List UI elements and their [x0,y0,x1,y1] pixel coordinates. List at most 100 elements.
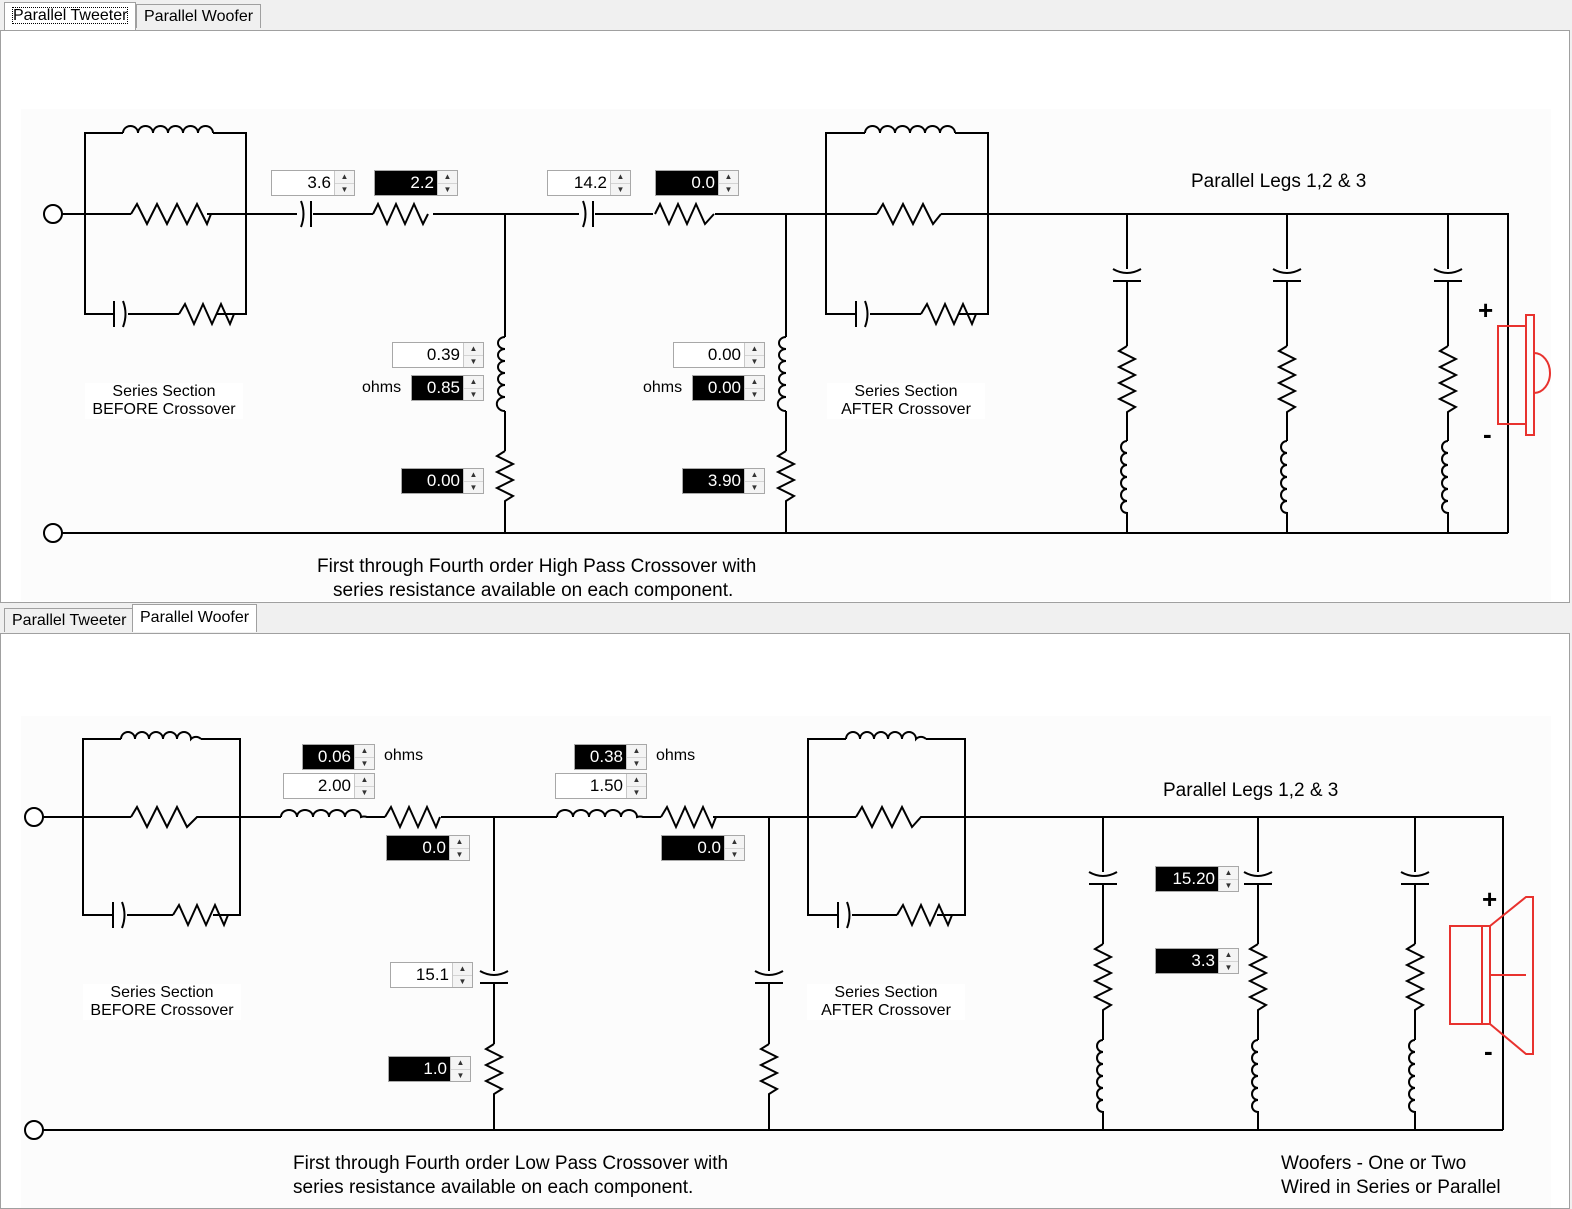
tweeter-l1r-spinner[interactable]: 0.85▲▼ [411,375,484,401]
down-arrow-icon[interactable]: ▼ [335,183,354,196]
down-arrow-icon[interactable]: ▼ [464,388,483,401]
tweeter-l2-spinner[interactable]: 0.00▲▼ [673,342,765,368]
up-arrow-icon[interactable]: ▲ [632,775,641,784]
down-arrow-icon[interactable]: ▼ [627,786,646,799]
woofer-l2r-spinner[interactable]: 0.38▲▼ [574,744,647,770]
woofer-leg2-res-spinner[interactable]: 3.3▲▼ [1155,948,1239,974]
down-arrow-icon[interactable]: ▼ [611,183,630,196]
spinner-value[interactable]: 0.0 [387,836,449,860]
spinner-buttons[interactable]: ▲▼ [610,171,630,195]
spinner-value[interactable]: 0.0 [656,171,718,195]
up-arrow-icon[interactable]: ▲ [632,746,641,755]
up-arrow-icon[interactable]: ▲ [455,837,464,846]
spinner-value[interactable]: 3.90 [683,469,744,493]
down-arrow-icon[interactable]: ▼ [725,848,744,861]
spinner-buttons[interactable]: ▲▼ [744,376,764,400]
spinner-buttons[interactable]: ▲▼ [463,469,483,493]
down-arrow-icon[interactable]: ▼ [355,786,374,799]
tab-parallel-tweeter[interactable]: Parallel Tweeter [4,608,135,632]
spinner-buttons[interactable]: ▲▼ [626,774,646,798]
tweeter-l1-spinner[interactable]: 0.39▲▼ [392,342,484,368]
up-arrow-icon[interactable]: ▲ [443,172,452,181]
spinner-value[interactable]: 0.06 [303,745,354,769]
down-arrow-icon[interactable]: ▼ [453,975,472,988]
tweeter-r1-spinner[interactable]: 2.2▲▼ [374,170,458,196]
spinner-buttons[interactable]: ▲▼ [463,376,483,400]
spinner-value[interactable]: 3.3 [1156,949,1218,973]
woofer-r3-spinner[interactable]: 1.0▲▼ [388,1056,471,1082]
down-arrow-icon[interactable]: ▼ [745,481,764,494]
spinner-value[interactable]: 15.1 [391,963,452,987]
spinner-value[interactable]: 0.0 [662,836,724,860]
spinner-buttons[interactable]: ▲▼ [449,836,469,860]
spinner-buttons[interactable]: ▲▼ [437,171,457,195]
spinner-value[interactable]: 2.00 [284,774,354,798]
up-arrow-icon[interactable]: ▲ [750,377,759,386]
down-arrow-icon[interactable]: ▼ [450,848,469,861]
tweeter-c2-spinner[interactable]: 14.2▲▼ [547,170,631,196]
down-arrow-icon[interactable]: ▼ [627,757,646,770]
spinner-value[interactable]: 14.2 [548,171,610,195]
spinner-value[interactable]: 1.50 [556,774,626,798]
spinner-buttons[interactable]: ▲▼ [334,171,354,195]
down-arrow-icon[interactable]: ▼ [745,388,764,401]
down-arrow-icon[interactable]: ▼ [1219,879,1238,892]
tab-parallel-woofer[interactable]: Parallel Woofer [136,4,262,28]
down-arrow-icon[interactable]: ▼ [464,481,483,494]
up-arrow-icon[interactable]: ▲ [730,837,739,846]
down-arrow-icon[interactable]: ▼ [438,183,457,196]
spinner-value[interactable]: 3.6 [272,171,334,195]
tweeter-r3-spinner[interactable]: 0.00▲▼ [401,468,484,494]
woofer-leg2-cap-spinner[interactable]: 15.20▲▼ [1155,866,1239,892]
up-arrow-icon[interactable]: ▲ [616,172,625,181]
up-arrow-icon[interactable]: ▲ [750,470,759,479]
up-arrow-icon[interactable]: ▲ [469,470,478,479]
tweeter-r4-spinner[interactable]: 3.90▲▼ [682,468,765,494]
spinner-value[interactable]: 0.00 [674,343,744,367]
spinner-buttons[interactable]: ▲▼ [626,745,646,769]
down-arrow-icon[interactable]: ▼ [745,355,764,368]
tweeter-c1-spinner[interactable]: 3.6▲▼ [271,170,355,196]
up-arrow-icon[interactable]: ▲ [456,1058,465,1067]
spinner-value[interactable]: 0.85 [412,376,463,400]
spinner-buttons[interactable]: ▲▼ [1218,949,1238,973]
spinner-buttons[interactable]: ▲▼ [744,469,764,493]
spinner-value[interactable]: 0.00 [693,376,744,400]
up-arrow-icon[interactable]: ▲ [1224,950,1233,959]
spinner-buttons[interactable]: ▲▼ [724,836,744,860]
woofer-c1-spinner[interactable]: 15.1▲▼ [390,962,473,988]
tab-parallel-woofer[interactable]: Parallel Woofer [132,604,258,632]
tweeter-r2-spinner[interactable]: 0.0▲▼ [655,170,739,196]
spinner-value[interactable]: 15.20 [1156,867,1218,891]
woofer-l2-spinner[interactable]: 1.50▲▼ [555,773,647,799]
spinner-buttons[interactable]: ▲▼ [354,745,374,769]
up-arrow-icon[interactable]: ▲ [469,377,478,386]
spinner-buttons[interactable]: ▲▼ [452,963,472,987]
up-arrow-icon[interactable]: ▲ [458,964,467,973]
woofer-r2-spinner[interactable]: 0.0▲▼ [661,835,745,861]
spinner-value[interactable]: 1.0 [389,1057,450,1081]
tweeter-l2r-spinner[interactable]: 0.00▲▼ [692,375,765,401]
up-arrow-icon[interactable]: ▲ [360,775,369,784]
up-arrow-icon[interactable]: ▲ [724,172,733,181]
spinner-value[interactable]: 0.00 [402,469,463,493]
up-arrow-icon[interactable]: ▲ [750,344,759,353]
woofer-l1r-spinner[interactable]: 0.06▲▼ [302,744,375,770]
down-arrow-icon[interactable]: ▼ [1219,961,1238,974]
woofer-r1-spinner[interactable]: 0.0▲▼ [386,835,470,861]
up-arrow-icon[interactable]: ▲ [340,172,349,181]
down-arrow-icon[interactable]: ▼ [719,183,738,196]
spinner-buttons[interactable]: ▲▼ [744,343,764,367]
spinner-buttons[interactable]: ▲▼ [718,171,738,195]
spinner-buttons[interactable]: ▲▼ [450,1057,470,1081]
down-arrow-icon[interactable]: ▼ [451,1069,470,1082]
spinner-value[interactable]: 2.2 [375,171,437,195]
up-arrow-icon[interactable]: ▲ [1224,868,1233,877]
spinner-buttons[interactable]: ▲▼ [1218,867,1238,891]
spinner-value[interactable]: 0.38 [575,745,626,769]
woofer-l1-spinner[interactable]: 2.00▲▼ [283,773,375,799]
up-arrow-icon[interactable]: ▲ [360,746,369,755]
spinner-buttons[interactable]: ▲▼ [354,774,374,798]
spinner-value[interactable]: 0.39 [393,343,463,367]
spinner-buttons[interactable]: ▲▼ [463,343,483,367]
